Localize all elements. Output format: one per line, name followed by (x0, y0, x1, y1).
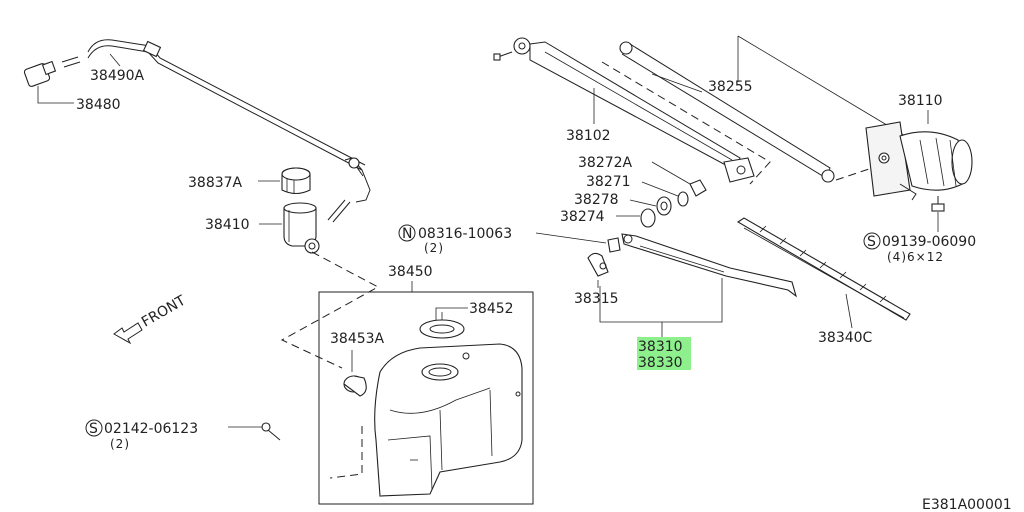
pump-38410 (283, 202, 320, 254)
highlight-38310-38330 (637, 337, 691, 370)
label-38102[interactable]: 38102 (566, 128, 611, 144)
tank-cap-38452 (419, 312, 465, 339)
label-38330[interactable]: 38330 (638, 355, 683, 371)
link-rod-38102 (493, 37, 755, 183)
label-38340c[interactable]: 38340C (818, 330, 873, 346)
qty-09139: (4)6×12 (887, 250, 944, 264)
badge-s-09139 (863, 232, 881, 250)
label-38452[interactable]: 38452 (469, 301, 514, 317)
label-38837a[interactable]: 38837A (188, 175, 243, 191)
grommet-38453a (343, 375, 367, 397)
screw-02142 (261, 422, 281, 441)
badge-s-letter: S (89, 421, 98, 437)
label-38110[interactable]: 38110 (898, 93, 943, 109)
wiper-arm-38310 (621, 233, 797, 298)
badge-s-02142 (85, 419, 103, 437)
label-02142[interactable]: 02142-06123 (104, 421, 198, 437)
badge-s-letter-2: S (867, 234, 876, 250)
label-38310[interactable]: 38310 (638, 339, 683, 355)
bolt-09139 (931, 196, 945, 212)
label-38274[interactable]: 38274 (560, 209, 605, 225)
washer-hose-38490a (61, 39, 371, 223)
qty-08316: (2) (424, 241, 444, 255)
label-09139[interactable]: 09139-06090 (882, 234, 976, 250)
label-38410[interactable]: 38410 (205, 217, 250, 233)
label-38450[interactable]: 38450 (388, 264, 433, 280)
label-38315[interactable]: 38315 (574, 291, 619, 307)
small-parts-stack (607, 179, 707, 253)
label-38278[interactable]: 38278 (574, 192, 619, 208)
cap-38315 (587, 252, 609, 277)
label-38490a[interactable]: 38490A (90, 68, 145, 84)
label-38255[interactable]: 38255 (708, 79, 753, 95)
washer-tank (374, 343, 523, 497)
label-38271[interactable]: 38271 (586, 174, 631, 190)
qty-02142: (2) (110, 437, 130, 451)
badge-n-08316 (398, 224, 416, 242)
front-arrow-icon (113, 322, 143, 345)
tank-group-box (318, 291, 534, 505)
label-38480[interactable]: 38480 (76, 97, 121, 113)
label-08316[interactable]: 08316-10063 (418, 226, 512, 242)
label-38272a[interactable]: 38272A (578, 155, 633, 171)
link-rod-38255 (619, 41, 835, 183)
diagram-id: E381A00001 (922, 497, 1012, 512)
motor-38110 (865, 121, 973, 201)
wiper-blade-38340c (736, 217, 911, 321)
cap-38837a (281, 167, 311, 195)
label-38453a[interactable]: 38453A (330, 331, 385, 347)
badge-n-letter: N (402, 226, 412, 242)
nozzle-38480 (23, 60, 57, 87)
